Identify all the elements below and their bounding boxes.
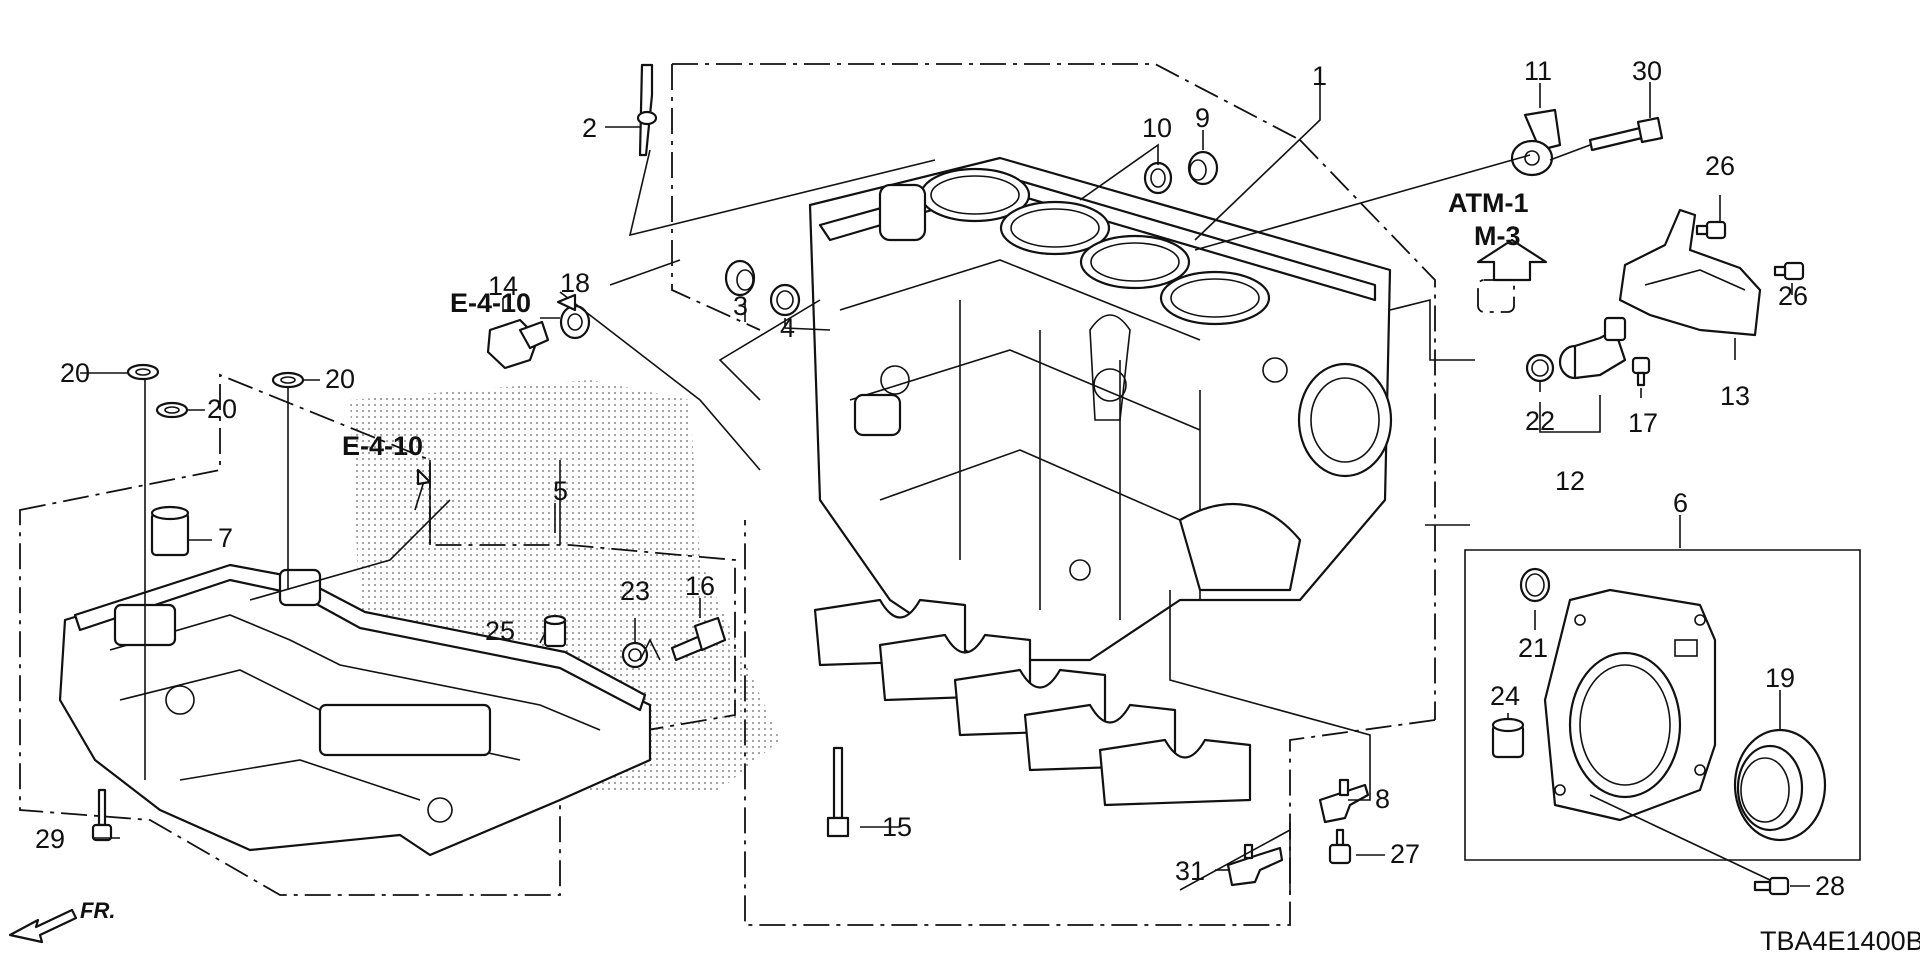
callout-20-b: 20 [207, 394, 237, 424]
callout-18: 18 [560, 268, 590, 298]
part-25-dowel[interactable] [543, 614, 567, 648]
callout-9: 9 [1195, 103, 1210, 133]
main-bearing-caps[interactable] [813, 598, 1252, 807]
callout-30: 30 [1632, 56, 1662, 86]
part-2-stud[interactable] [636, 63, 658, 157]
part-15-bolt[interactable] [826, 746, 850, 838]
ref-arrow-e410-lower [416, 468, 432, 486]
ref-arrow-e410-upper [556, 293, 577, 312]
callout-21: 21 [1518, 633, 1548, 663]
callout-20-c: 20 [325, 364, 355, 394]
leader-lines [80, 80, 1810, 895]
callout-6: 6 [1673, 488, 1688, 518]
part-26-bolt-lower[interactable] [1773, 261, 1805, 281]
part-19-oil-seal[interactable] [1733, 728, 1827, 842]
callout-23: 23 [620, 576, 650, 606]
callout-26-b: 26 [1778, 281, 1808, 311]
rear-cover-group-outline [1464, 549, 1861, 861]
callout-12: 12 [1555, 466, 1585, 496]
callout-16: 16 [685, 571, 715, 601]
part-27-bolt[interactable] [1328, 828, 1352, 865]
callout-25: 25 [485, 616, 515, 646]
part-13-cover[interactable] [1618, 208, 1762, 337]
part-23-washer[interactable] [621, 641, 649, 669]
callout-11: 11 [1524, 56, 1552, 86]
callout-29: 29 [35, 824, 65, 854]
part-31-bracket[interactable] [1226, 843, 1284, 887]
dowel-pin-upper[interactable] [1477, 279, 1515, 313]
cylinder-block[interactable] [808, 156, 1393, 662]
part-14-drain-plug[interactable] [486, 318, 550, 370]
part-16-bolt[interactable] [670, 616, 727, 662]
part-12-sensor[interactable] [1558, 316, 1627, 380]
part-28-bolt[interactable] [1753, 876, 1790, 896]
ref-label-e410-upper[interactable]: E-4-10 [450, 288, 531, 318]
part-21-o-ring[interactable] [1519, 567, 1551, 603]
part-22-o-ring[interactable] [1525, 353, 1555, 383]
engine-block-group-outline [671, 63, 1436, 926]
part-6-rear-cover[interactable] [1543, 588, 1717, 822]
oil-pan-group-outline [19, 373, 736, 896]
part-20-washer-a[interactable] [126, 363, 160, 381]
front-label: FR. [80, 898, 115, 923]
ref-label-m3[interactable]: M-3 [1474, 221, 1521, 251]
callout-5: 5 [553, 476, 568, 506]
callout-2: 2 [582, 113, 597, 143]
part-20-washer-c[interactable] [271, 371, 305, 389]
callout-19: 19 [1765, 663, 1795, 693]
part-26-bolt-upper[interactable] [1695, 220, 1727, 240]
part-24-dowel[interactable] [1491, 717, 1525, 759]
reference-arrow [1476, 238, 1548, 282]
callout-27: 27 [1390, 839, 1420, 869]
part-3-plug[interactable] [724, 259, 756, 297]
callout-20-a: 20 [60, 358, 90, 388]
part-8-bracket[interactable] [1318, 778, 1370, 824]
part-9-plug[interactable] [1187, 150, 1219, 186]
callout-28: 28 [1815, 871, 1845, 901]
part-11-knock-sensor[interactable] [1510, 108, 1562, 177]
part-7-dowel[interactable] [150, 505, 190, 557]
callout-8: 8 [1375, 784, 1390, 814]
callout-26-a: 26 [1705, 151, 1735, 181]
ref-label-atm1[interactable]: ATM-1 [1448, 188, 1529, 218]
front-direction-marker: FR. [8, 898, 115, 944]
callout-13: 13 [1720, 381, 1750, 411]
callout-1: 1 [1312, 61, 1327, 91]
callout-10: 10 [1142, 113, 1172, 143]
part-10-washer[interactable] [1143, 161, 1173, 195]
callout-14: 14 [488, 271, 518, 301]
callout-24: 24 [1490, 681, 1520, 711]
callout-15: 15 [882, 812, 912, 842]
callout-4: 4 [780, 313, 795, 343]
callout-31: 31 [1175, 856, 1205, 886]
callout-22: 22 [1525, 406, 1555, 436]
ref-label-e410-lower[interactable]: E-4-10 [342, 431, 423, 461]
part-4-washer[interactable] [769, 283, 801, 317]
diagram-code: TBA4E1400B [1760, 926, 1920, 956]
callout-7: 7 [218, 523, 233, 553]
callout-numbers: 1 2 3 4 5 6 7 8 9 10 11 12 13 14 15 16 1… [35, 56, 1845, 901]
part-29-bolt[interactable] [91, 788, 113, 842]
part-30-bolt[interactable] [1588, 116, 1664, 152]
part-20-washer-b[interactable] [155, 401, 189, 419]
callout-3: 3 [733, 291, 748, 321]
callout-17: 17 [1628, 408, 1658, 438]
oil-pan[interactable] [58, 563, 652, 857]
part-17-bolt[interactable] [1631, 356, 1651, 387]
